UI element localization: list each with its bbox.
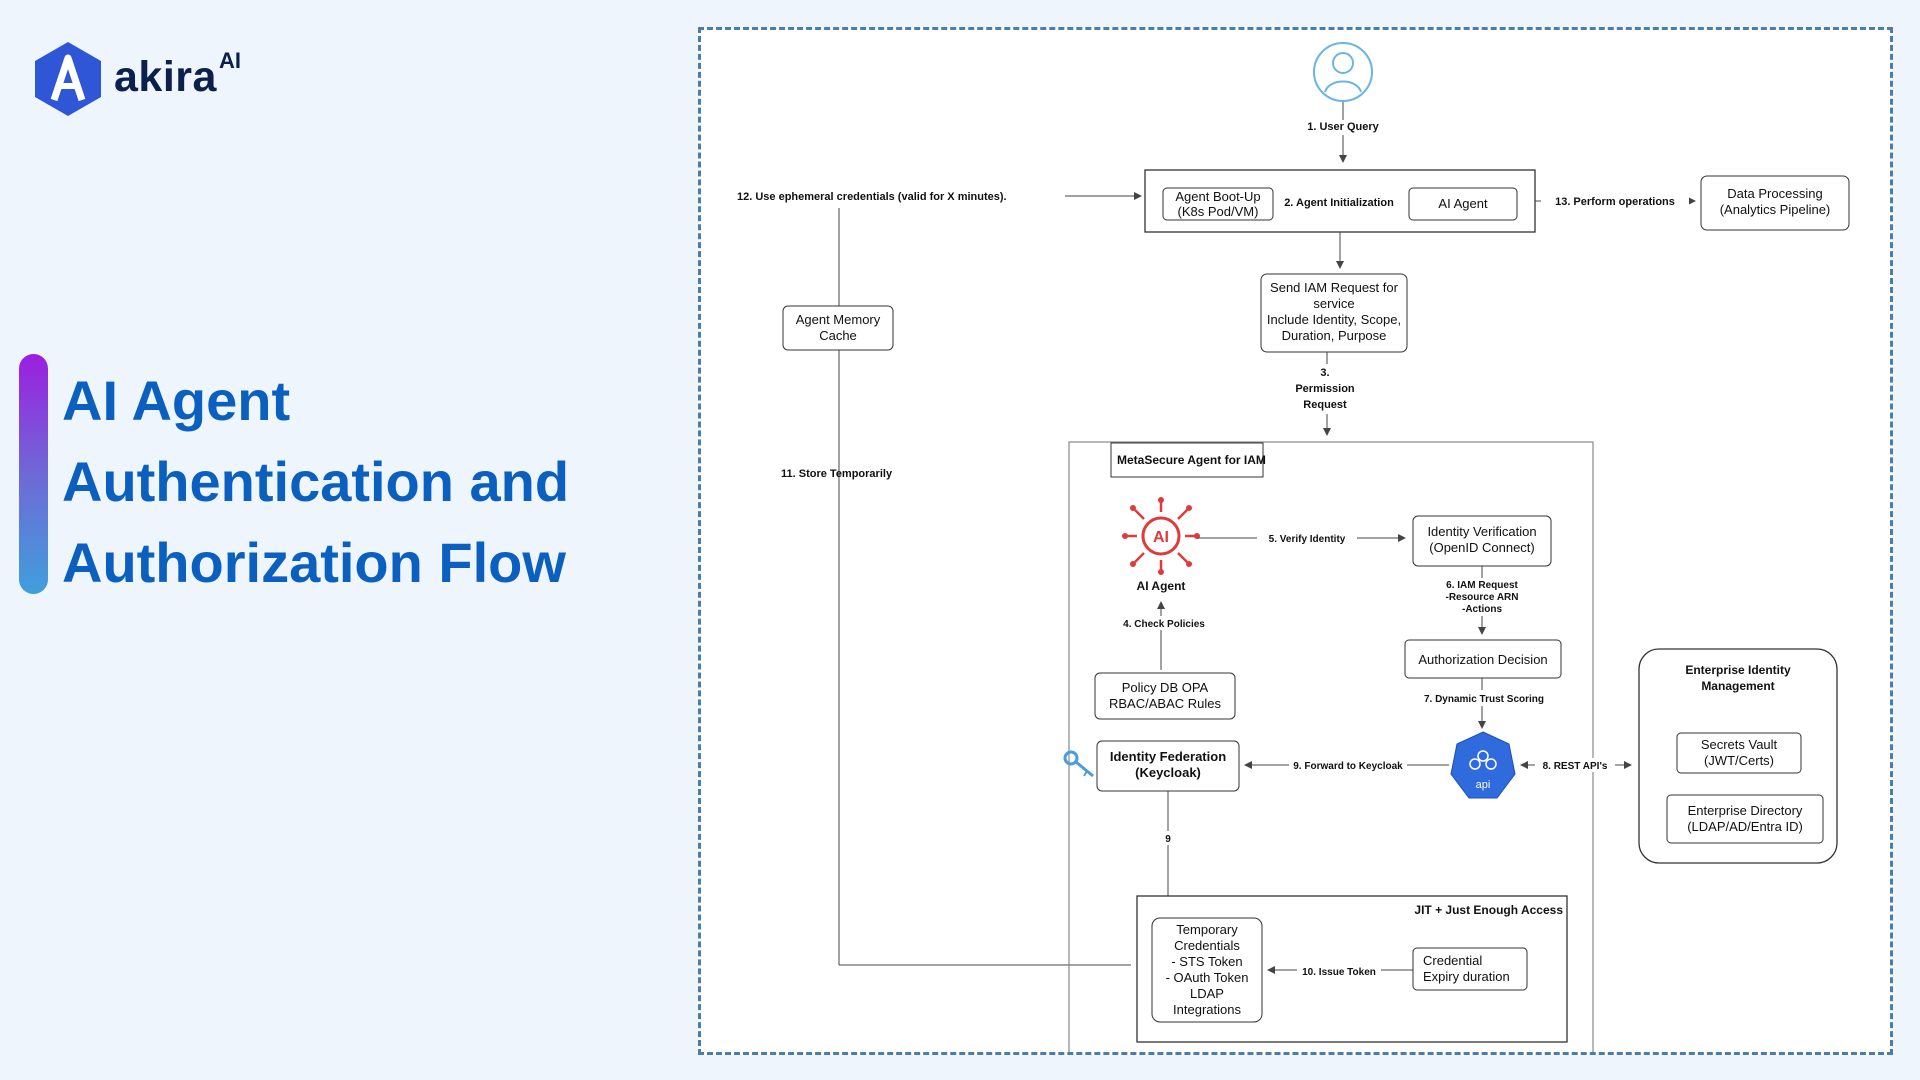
enterprise-directory-box: Enterprise Directory (LDAP/AD/Entra ID)	[1666, 794, 1824, 844]
identity-federation-box: Identity Federation (Keycloak)	[1096, 740, 1240, 792]
svg-text:Authorization Decision: Authorization Decision	[1418, 652, 1547, 667]
svg-text:Credential: Credential	[1423, 953, 1482, 968]
iam-request-box: Send IAM Request for service Include Ide…	[1260, 273, 1408, 353]
api-gateway-icon: api	[1450, 731, 1516, 799]
authorization-decision-box: Authorization Decision	[1404, 639, 1562, 679]
agent-memory-cache-box: Agent Memory Cache	[782, 305, 894, 351]
step7-label: 7. Dynamic Trust Scoring	[1424, 694, 1544, 705]
step8-label: 8. REST API's	[1543, 761, 1608, 772]
enterprise-title: Enterprise Identity	[1685, 663, 1791, 677]
policy-db-box: Policy DB OPA RBAC/ABAC Rules	[1094, 672, 1236, 720]
title-accent-bar	[19, 354, 48, 594]
jit-title: JIT + Just Enough Access	[1414, 903, 1563, 917]
svg-text:Data Processing: Data Processing	[1727, 186, 1822, 201]
svg-text:Agent Memory: Agent Memory	[796, 312, 881, 327]
step4-label: 4. Check Policies	[1123, 619, 1205, 630]
step1-label: 1. User Query	[1307, 121, 1379, 133]
svg-text:MetaSecure Agent for IAM: MetaSecure Agent for IAM	[1117, 453, 1266, 467]
svg-text:- STS Token: - STS Token	[1171, 954, 1242, 969]
secrets-vault-box: Secrets Vault (JWT/Certs)	[1676, 732, 1802, 774]
flow-diagram: 1. User Query Agent Boot-Up (K8s Pod/VM)…	[737, 42, 1850, 1052]
svg-text:AI: AI	[1153, 529, 1169, 546]
svg-text:Expiry duration: Expiry duration	[1423, 969, 1510, 984]
svg-text:Policy DB OPA: Policy DB OPA	[1122, 680, 1209, 695]
svg-text:Send IAM Request for: Send IAM Request for	[1270, 280, 1399, 295]
svg-text:(Analytics Pipeline): (Analytics Pipeline)	[1720, 202, 1831, 217]
step3-label: 3.	[1320, 367, 1329, 379]
svg-text:(OpenID Connect): (OpenID Connect)	[1429, 540, 1535, 555]
svg-text:Include Identity, Scope,: Include Identity, Scope,	[1267, 312, 1401, 327]
brand-superscript: AI	[218, 48, 241, 73]
temporary-credentials-box: Temporary Credentials - STS Token - OAut…	[1151, 917, 1263, 1023]
step2-label: 2. Agent Initialization	[1284, 197, 1394, 209]
enterprise-title: Management	[1701, 679, 1774, 693]
svg-text:(JWT/Certs): (JWT/Certs)	[1704, 753, 1774, 768]
diagram-panel: 1. User Query Agent Boot-Up (K8s Pod/VM)…	[698, 27, 1893, 1055]
svg-text:Temporary: Temporary	[1176, 922, 1238, 937]
user-icon	[1313, 42, 1373, 102]
step5-label: 5. Verify Identity	[1269, 534, 1346, 545]
step3-label: Request	[1303, 399, 1347, 411]
step6-label: -Resource ARN	[1446, 592, 1519, 603]
ai-agent-box: AI Agent	[1408, 187, 1518, 221]
svg-text:LDAP: LDAP	[1190, 986, 1224, 1001]
svg-text:Agent Boot-Up: Agent Boot-Up	[1175, 189, 1260, 204]
svg-text:(K8s Pod/VM): (K8s Pod/VM)	[1178, 204, 1259, 219]
svg-text:Enterprise Directory: Enterprise Directory	[1688, 803, 1803, 818]
svg-text:Integrations: Integrations	[1173, 1002, 1241, 1017]
metasecure-title-box: MetaSecure Agent for IAM	[1110, 442, 1266, 478]
credential-expiry-box: Credential Expiry duration	[1412, 947, 1528, 991]
svg-text:Identity Federation: Identity Federation	[1110, 749, 1226, 764]
page-title-line: AI Agent	[62, 369, 291, 432]
key-icon	[1063, 750, 1094, 778]
step9-label: 9. Forward to Keycloak	[1293, 761, 1403, 772]
ai-agent-label: AI Agent	[1137, 579, 1186, 593]
page-title: AI Agent Authentication and Authorizatio…	[62, 360, 662, 603]
step6-label: -Actions	[1462, 604, 1502, 615]
svg-text:- OAuth Token: - OAuth Token	[1166, 970, 1249, 985]
svg-text:api: api	[1476, 779, 1491, 791]
svg-text:service: service	[1313, 296, 1354, 311]
svg-text:Secrets Vault: Secrets Vault	[1701, 737, 1778, 752]
svg-text:(Keycloak): (Keycloak)	[1135, 765, 1201, 780]
identity-verification-box: Identity Verification (OpenID Connect)	[1412, 515, 1552, 567]
svg-text:Credentials: Credentials	[1174, 938, 1240, 953]
page-title-line: Authorization Flow	[62, 531, 566, 594]
svg-text:AI Agent: AI Agent	[1438, 196, 1488, 211]
svg-text:Identity Verification: Identity Verification	[1427, 524, 1536, 539]
step9b-label: 9	[1165, 834, 1171, 845]
ai-agent-icon: AI	[1122, 497, 1200, 575]
svg-text:Duration, Purpose: Duration, Purpose	[1282, 328, 1387, 343]
step11-label: 11. Store Temporarily	[781, 468, 893, 480]
svg-text:Cache: Cache	[819, 328, 857, 343]
step3-label: Permission	[1295, 383, 1355, 395]
page-title-line: Authentication and	[62, 450, 570, 513]
step12-label: 12. Use ephemeral credentials (valid for…	[737, 191, 1007, 203]
step6-label: 6. IAM Request	[1446, 580, 1518, 591]
svg-text:(LDAP/AD/Entra ID): (LDAP/AD/Entra ID)	[1687, 819, 1803, 834]
akira-logo-icon	[35, 42, 101, 116]
step13-label: 13. Perform operations	[1555, 196, 1675, 208]
data-processing-box: Data Processing (Analytics Pipeline)	[1700, 175, 1850, 231]
step10-label: 10. Issue Token	[1302, 967, 1376, 978]
brand-logo: akira AI	[32, 40, 241, 118]
agent-bootup-box: Agent Boot-Up (K8s Pod/VM)	[1162, 187, 1274, 221]
svg-text:RBAC/ABAC Rules: RBAC/ABAC Rules	[1109, 696, 1221, 711]
brand-name: akira	[114, 52, 217, 101]
